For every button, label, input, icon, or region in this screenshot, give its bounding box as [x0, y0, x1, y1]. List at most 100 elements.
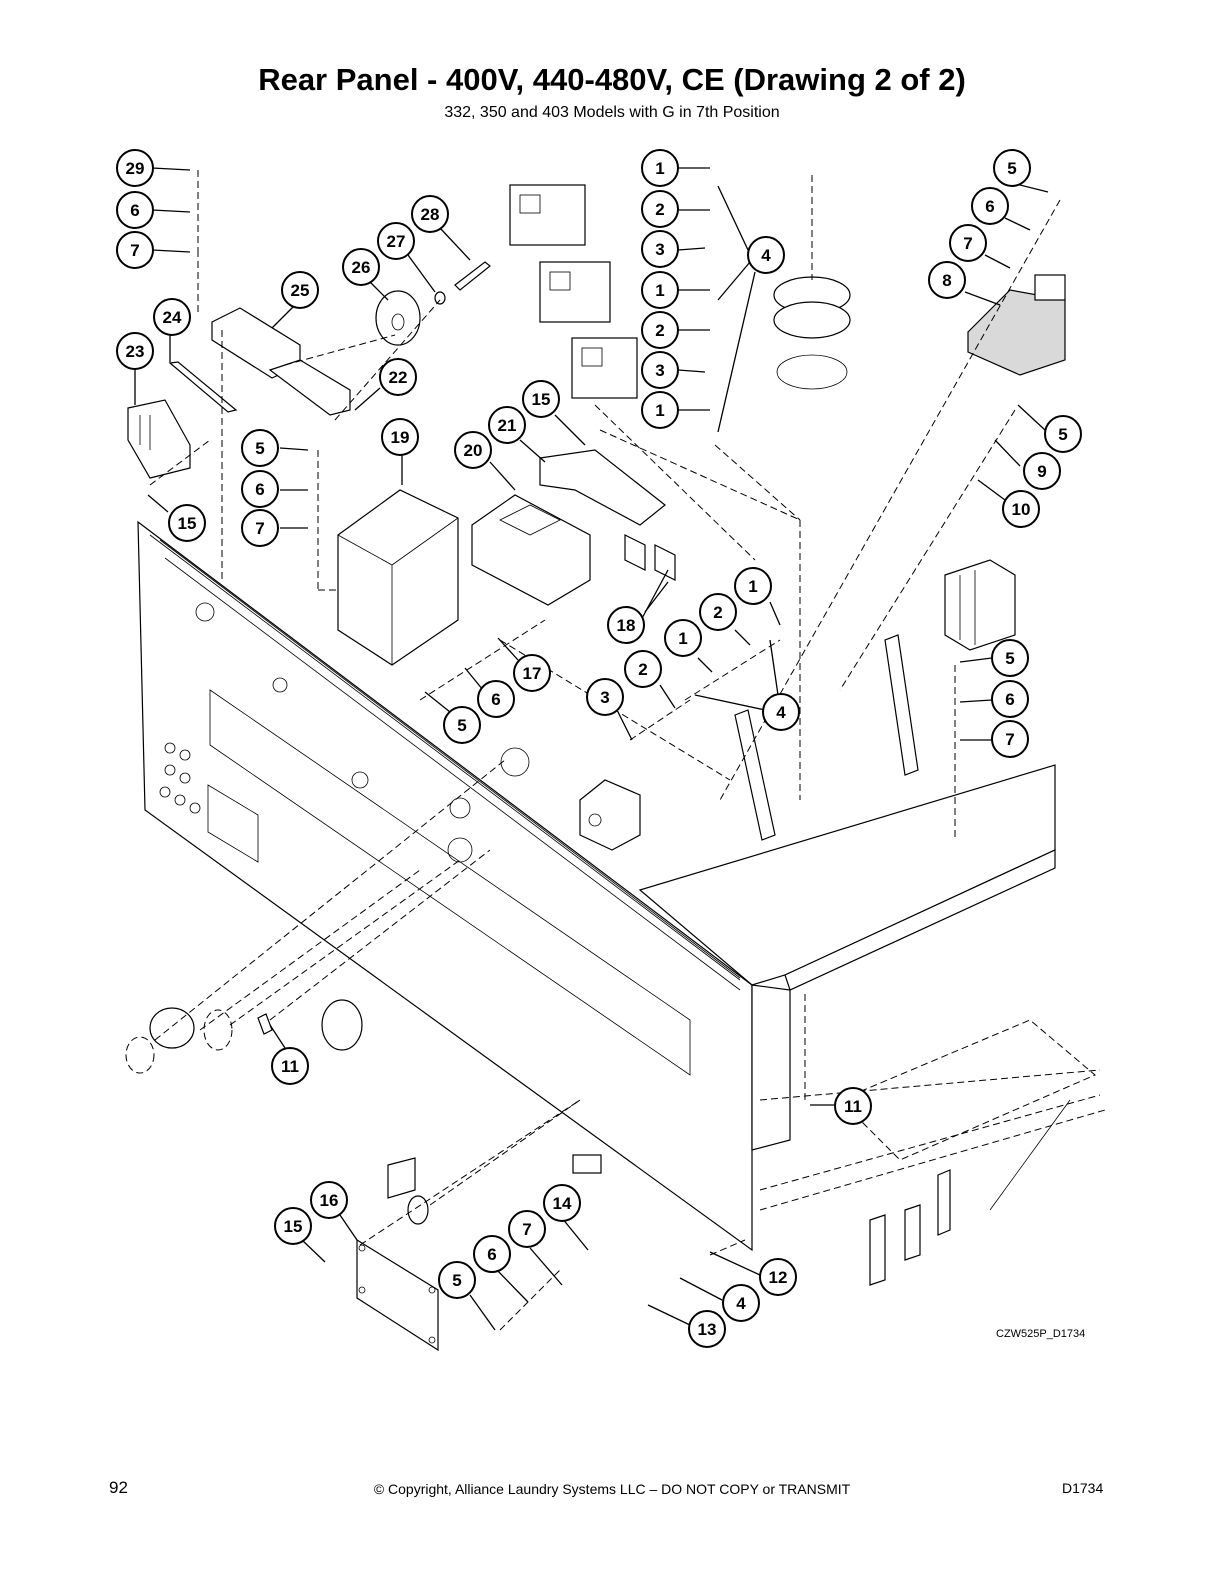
svg-text:7: 7 [255, 519, 264, 538]
callout-1-d: 1 [734, 567, 772, 605]
lower-right-components [869, 1099, 1071, 1286]
callout-4-c: 4 [722, 1284, 760, 1322]
callout-7-d: 7 [991, 720, 1029, 758]
svg-text:6: 6 [491, 690, 500, 709]
svg-text:7: 7 [963, 234, 972, 253]
svg-text:15: 15 [178, 514, 197, 533]
callout-13: 13 [688, 1310, 726, 1348]
svg-text:22: 22 [389, 368, 408, 387]
callout-11-a: 11 [271, 1047, 309, 1085]
drawing-code: CZW525P_D1734 [996, 1328, 1086, 1340]
svg-text:14: 14 [553, 1194, 572, 1213]
callout-5-e: 5 [991, 639, 1029, 677]
leader-lines [134, 167, 1049, 1331]
svg-text:7: 7 [1005, 730, 1014, 749]
bracket-21 [539, 449, 676, 581]
svg-text:6: 6 [130, 201, 139, 220]
contactor-group [509, 184, 638, 399]
callout-3-a: 3 [641, 230, 679, 268]
callout-5-c: 5 [1044, 415, 1082, 453]
circuit-breaker [944, 559, 1016, 651]
svg-text:23: 23 [126, 342, 145, 361]
svg-text:29: 29 [126, 159, 145, 178]
svg-text:5: 5 [452, 1271, 461, 1290]
svg-text:21: 21 [498, 416, 517, 435]
callout-22: 22 [379, 358, 417, 396]
svg-text:18: 18 [617, 616, 636, 635]
transformer-8 [967, 274, 1066, 376]
rotary-switch [579, 779, 641, 851]
svg-text:8: 8 [942, 271, 951, 290]
callout-16: 16 [310, 1181, 348, 1219]
svg-text:2: 2 [655, 321, 664, 340]
svg-text:2: 2 [638, 660, 647, 679]
svg-text:5: 5 [1005, 649, 1014, 668]
svg-text:17: 17 [523, 664, 542, 683]
svg-text:3: 3 [600, 688, 609, 707]
callout-9: 9 [1023, 452, 1061, 490]
callout-8: 8 [928, 261, 966, 299]
svg-text:1: 1 [655, 401, 664, 420]
callout-18: 18 [607, 606, 645, 644]
callout-6-c: 6 [971, 187, 1009, 225]
callout-15-b: 15 [522, 380, 560, 418]
svg-text:3: 3 [655, 240, 664, 259]
callout-24: 24 [153, 298, 191, 336]
svg-text:6: 6 [255, 480, 264, 499]
callout-29: 29 [116, 149, 154, 187]
callout-5-a: 5 [241, 429, 279, 467]
svg-text:9: 9 [1037, 462, 1046, 481]
svg-text:6: 6 [985, 197, 994, 216]
callout-26: 26 [342, 248, 380, 286]
callout-1-c: 1 [641, 391, 679, 429]
svg-text:19: 19 [391, 428, 410, 447]
callout-5-b: 5 [993, 149, 1031, 187]
svg-text:5: 5 [1007, 159, 1016, 178]
ferrite-ring [773, 175, 851, 390]
callout-5-f: 5 [438, 1261, 476, 1299]
callout-12: 12 [759, 1258, 797, 1296]
page-subtitle: 332, 350 and 403 Models with G in 7th Po… [444, 104, 780, 121]
transformer-19 [337, 489, 459, 666]
rear-panel [137, 520, 753, 1252]
exploded-lines [149, 170, 1061, 1331]
svg-text:10: 10 [1012, 500, 1031, 519]
svg-text:20: 20 [464, 441, 483, 460]
copyright-notice: © Copyright, Alliance Laundry Systems LL… [373, 1481, 851, 1497]
svg-text:7: 7 [522, 1220, 531, 1239]
callout-14: 14 [543, 1184, 581, 1222]
svg-text:15: 15 [284, 1217, 303, 1236]
transformer-20 [471, 494, 591, 606]
callout-1-a: 1 [641, 149, 679, 187]
callout-6-f: 6 [473, 1235, 511, 1273]
svg-text:7: 7 [130, 241, 139, 260]
callout-2-a: 2 [641, 190, 679, 228]
svg-text:13: 13 [698, 1320, 717, 1339]
page-title: Rear Panel - 400V, 440-480V, CE (Drawing… [258, 62, 966, 97]
svg-text:5: 5 [255, 439, 264, 458]
lower-left-connectors [125, 999, 363, 1074]
callout-23: 23 [116, 332, 154, 370]
callout-28: 28 [411, 195, 449, 233]
svg-text:1: 1 [748, 577, 757, 596]
svg-text:1: 1 [655, 159, 664, 178]
svg-text:28: 28 [421, 205, 440, 224]
svg-text:2: 2 [655, 200, 664, 219]
svg-text:26: 26 [352, 258, 371, 277]
callout-21: 21 [488, 406, 526, 444]
callout-6-a: 6 [116, 191, 154, 229]
svg-text:11: 11 [281, 1057, 299, 1076]
svg-text:3: 3 [655, 361, 664, 380]
callout-1-e: 1 [664, 619, 702, 657]
callout-7-b: 7 [241, 509, 279, 547]
callout-3-c: 3 [586, 678, 624, 716]
callout-1-b: 1 [641, 271, 679, 309]
callout-6-e: 6 [991, 680, 1029, 718]
svg-text:25: 25 [291, 281, 310, 300]
callout-4-b: 4 [762, 693, 800, 731]
svg-text:4: 4 [761, 246, 771, 265]
callout-19: 19 [381, 418, 419, 456]
svg-text:1: 1 [678, 629, 687, 648]
cover-plate-16 [356, 1154, 602, 1352]
